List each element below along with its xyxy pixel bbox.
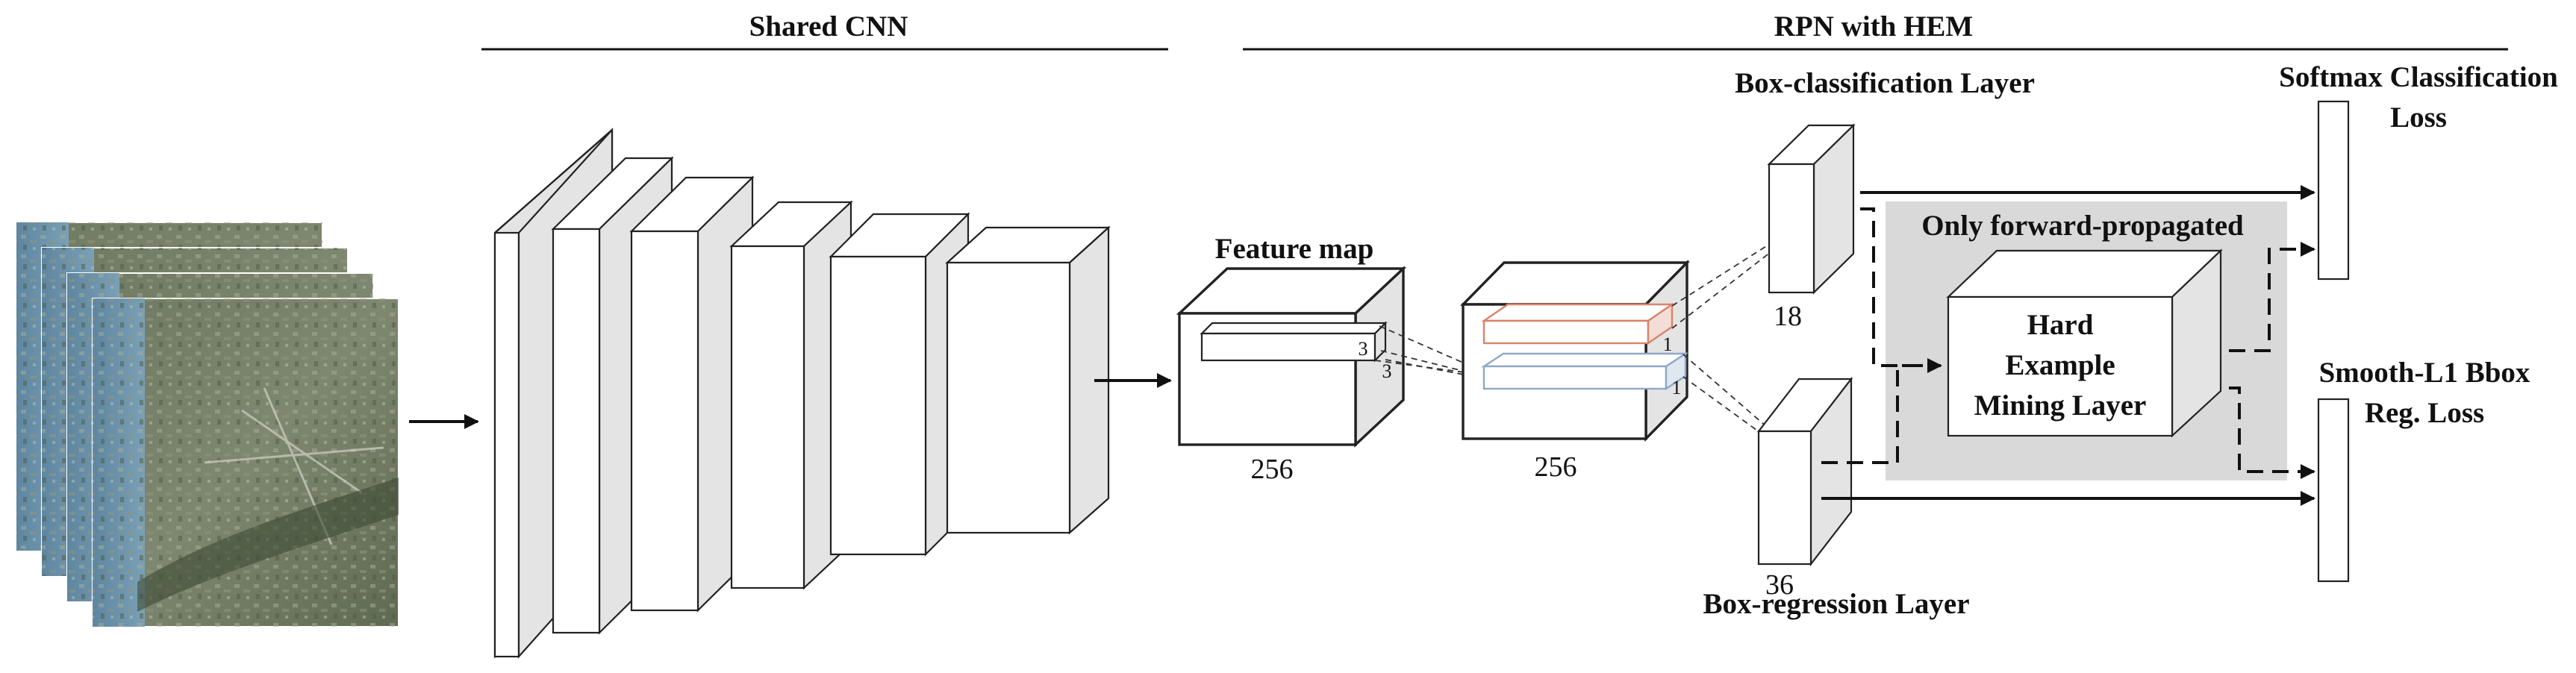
hem-label-line2: Example — [2005, 349, 2115, 381]
cnn-layer-3-front — [630, 230, 699, 612]
softmax-loss: Softmax Classification Loss — [2279, 61, 2558, 281]
hem-to-smooth-arrow — [2229, 386, 2315, 479]
intermediate-depth-label: 256 — [1535, 451, 1577, 483]
feature-map: Feature map 3 3 256 — [1176, 233, 1407, 485]
cls-window-size-label: 1 — [1663, 334, 1673, 355]
cnn-layer-2-front — [552, 228, 601, 634]
softmax-label-line2: Loss — [2390, 101, 2447, 134]
box-cls-channels-label: 18 — [1774, 301, 1802, 332]
smooth-loss-bar — [2317, 398, 2350, 583]
box-cls-front — [1768, 163, 1815, 294]
cnn-layer-6-front — [946, 261, 1071, 534]
rpn-hem-header: RPN with HEM — [1243, 10, 2508, 51]
softmax-loss-bar — [2317, 100, 2350, 281]
box-regression-label: Box-regression Layer — [1703, 588, 1969, 620]
hem-label-line3: Mining Layer — [1974, 389, 2147, 422]
only-forward-label: Only forward-propagated — [1921, 210, 2244, 242]
kernel-width-label: 3 — [1359, 338, 1368, 360]
box-reg-channels-label: 36 — [1765, 569, 1794, 601]
smooth-label-line2: Reg. Loss — [2365, 397, 2484, 429]
sliding-window-front — [1200, 332, 1376, 362]
hem-label-line1: Hard — [2027, 309, 2094, 341]
cnn-layer-1-front — [493, 231, 520, 658]
reg-window — [1480, 351, 1689, 391]
kernel-height-label: 3 — [1382, 360, 1392, 382]
cnn-layer-6 — [945, 225, 1111, 535]
sliding-window-top — [1200, 322, 1388, 335]
head-projection-lines — [1671, 237, 1781, 447]
box-regression-layer: 36 Box-regression Layer — [1703, 376, 1970, 620]
feature-map-label: Feature map — [1215, 233, 1374, 265]
reg-to-hem-arrow — [1821, 364, 1941, 464]
hem-box-front — [1947, 295, 2174, 437]
reg-window-size-label: 1 — [1672, 377, 1682, 398]
box-classification-label: Box-classification Layer — [1735, 67, 2035, 99]
box-reg-front — [1757, 430, 1812, 566]
box-classification-layer: Box-classification Layer 18 — [1735, 67, 2035, 332]
input-image-stack — [16, 222, 399, 627]
hem-panel: Only forward-propagated Hard Example Min… — [1886, 201, 2287, 481]
smooth-l1-loss: Smooth-L1 Bbox Reg. Loss — [2317, 357, 2530, 583]
softmax-label-line1: Softmax Classification — [2279, 61, 2558, 93]
cnn-layer-4-front — [730, 245, 805, 589]
intermediate-layer: 1 1 256 — [1459, 259, 1691, 483]
shared-cnn-title: Shared CNN — [749, 10, 908, 43]
hem-to-softmax-arrow — [2229, 242, 2315, 352]
aerial-image-4 — [92, 298, 399, 627]
cnn-layer-5-front — [829, 255, 927, 556]
smooth-label-line1: Smooth-L1 Bbox — [2319, 357, 2530, 389]
rpn-hem-title: RPN with HEM — [1774, 10, 1974, 43]
shared-cnn-header: Shared CNN — [481, 10, 1168, 51]
cls-window — [1481, 302, 1675, 345]
feature-map-depth-label: 256 — [1251, 454, 1294, 485]
